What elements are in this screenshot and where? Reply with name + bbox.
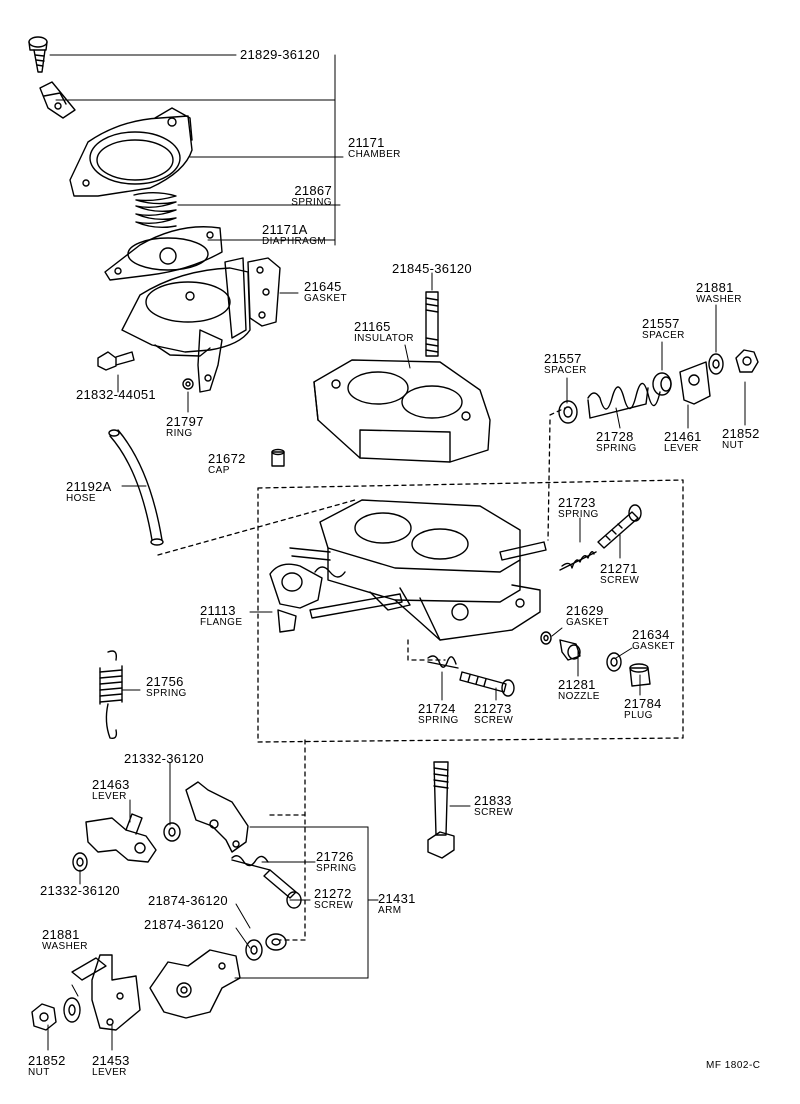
nozzle bbox=[559, 639, 581, 661]
arm-lower bbox=[149, 949, 241, 1019]
chamber-cover bbox=[69, 107, 193, 197]
diaphragm-spring bbox=[133, 192, 177, 229]
mixture-spring bbox=[427, 655, 459, 669]
gasket-ring bbox=[606, 652, 622, 672]
clip-bracket bbox=[39, 81, 76, 119]
arm-upper bbox=[185, 781, 249, 853]
callout-21874-lower: 21874-36120 bbox=[144, 917, 224, 932]
small-bolt bbox=[97, 351, 135, 371]
callout-21332-lower: 21332-36120 bbox=[40, 883, 120, 898]
lever-21453 bbox=[71, 954, 141, 1031]
top-screw bbox=[28, 36, 48, 73]
gasket-small bbox=[540, 631, 552, 645]
washer-top bbox=[708, 353, 724, 375]
mixture-screw bbox=[459, 671, 515, 697]
diaphragm bbox=[104, 226, 223, 281]
long-screw bbox=[427, 761, 455, 859]
lever-21463 bbox=[85, 813, 157, 863]
vacuum-hose bbox=[108, 429, 164, 546]
arm-spring bbox=[231, 855, 271, 871]
small-lever bbox=[679, 361, 711, 405]
plug bbox=[629, 663, 651, 687]
figure-code: MF 1802-C bbox=[706, 1060, 761, 1071]
washer-upper bbox=[163, 822, 181, 842]
nut-top bbox=[735, 349, 759, 373]
arm-screw bbox=[263, 869, 302, 909]
callout-21829: 21829-36120 bbox=[240, 47, 320, 62]
callout-21874-upper: 21874-36120 bbox=[148, 893, 228, 908]
washers-pair bbox=[245, 933, 287, 961]
idle-screw bbox=[597, 504, 642, 549]
callout-21845: 21845-36120 bbox=[392, 261, 472, 276]
long-stud bbox=[425, 291, 439, 357]
e-ring bbox=[182, 378, 194, 390]
gasket-plate bbox=[247, 257, 281, 327]
washer-bottom bbox=[63, 997, 81, 1023]
diaphragm-housing bbox=[121, 257, 251, 393]
return-spring bbox=[587, 382, 661, 419]
hook-spring bbox=[99, 650, 123, 740]
insulator-block bbox=[313, 359, 491, 463]
idle-spring bbox=[559, 551, 597, 571]
assembly-lines bbox=[157, 407, 684, 941]
washer-lower bbox=[72, 852, 88, 872]
rubber-cap bbox=[271, 448, 285, 467]
callout-21832: 21832-44051 bbox=[76, 387, 156, 402]
spacer-left bbox=[558, 400, 578, 424]
nut-bottom bbox=[31, 1003, 57, 1031]
spacer-right bbox=[652, 372, 672, 396]
throttle-body bbox=[269, 499, 547, 641]
callout-21332-upper: 21332-36120 bbox=[124, 751, 204, 766]
